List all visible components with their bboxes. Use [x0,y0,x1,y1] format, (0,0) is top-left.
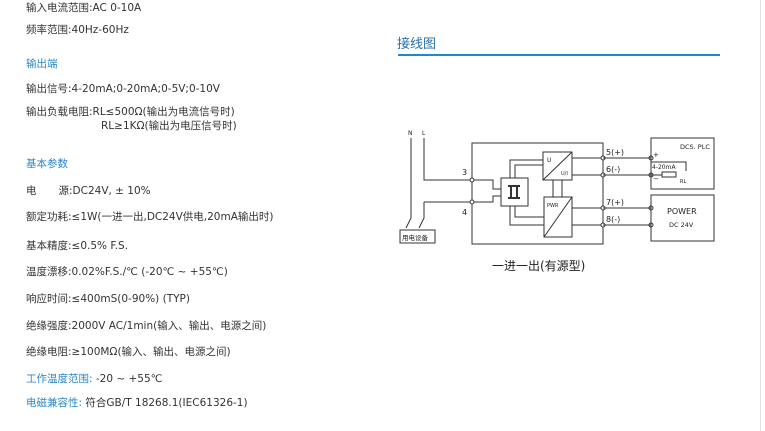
terminal-5: 5(+) [606,148,624,157]
label-pwr: PWR [547,203,559,209]
op-temp-label: 工作温度范围: [26,373,93,385]
mains-lines [399,138,472,244]
power-label: 电 [26,185,37,197]
minus-sign: − [653,175,659,183]
title-underline [398,54,720,56]
basic-params-heading: 基本参数 [26,158,68,170]
output-heading: 输出端 [26,58,58,70]
terminal-7: 7(+) [606,198,624,207]
divider [760,0,761,431]
dcs-plc-label: DCS. PLC [680,143,710,151]
emc: 电磁兼容性: 符合GB/T 18268.1(IEC61326-1) [26,396,248,410]
label-n: N [408,130,413,137]
label-l: L [422,130,426,137]
rl-label: RL [680,179,686,185]
frequency-range: 频率范围:40Hz-60Hz [26,24,129,36]
label-u: U [547,157,551,164]
power-label: POWER [667,207,697,216]
converter-box [542,151,573,181]
power-box [650,194,715,242]
insulation-resistance: 绝缘电阻:≥100MΩ(输入、输出、电源之间) [26,346,231,358]
output-signal: 输出信号:4-20mA;0-20mA;0-5V;0-10V [26,83,220,95]
resistor [661,171,677,178]
wiring-diagram-title: 接线图 [397,37,437,52]
terminal-8: 8(-) [606,215,620,224]
dcs-plc-box [650,137,715,190]
module-box [471,142,604,245]
output-load-voltage: RL≥1KΩ(输出为电压信号时) [101,120,237,132]
dc24v-label: DC 24V [669,221,694,229]
current-range-label: 4-20mA [652,164,676,171]
diagram-caption: 一进一出(有源型) [492,259,585,273]
input-current-range: 输入电流范围:AC 0-10A [26,2,142,14]
power-supply: 电 源:DC24V, ± 10% [26,184,151,198]
temperature-drift: 温度漂移:0.02%F.S./℃ (-20℃ ~ +55℃) [26,266,228,278]
terminal-4: 4 [462,208,467,217]
terminal-3: 3 [462,168,467,177]
output-load-current: 输出负载电阻:RL≤500Ω(输出为电流信号时) [26,106,235,118]
transformer-box [500,177,529,207]
transformer-icon [508,185,520,199]
terminal-6: 6(-) [606,165,620,174]
op-temp-value: -20 ~ +55℃ [92,373,163,385]
device-label: 用电设备 [402,233,429,242]
operating-temperature: 工作温度范围: -20 ~ +55℃ [26,372,162,386]
insulation-strength: 绝缘强度:2000V AC/1min(输入、输出、电源之间) [26,320,267,332]
emc-label: 电磁兼容性: [26,397,83,409]
label-ui: U/I [561,171,568,177]
plus-sign: + [653,151,659,159]
power-consumption: 额定功耗:≤1W(一进一出,DC24V供电,20mA输出时) [26,211,274,223]
pwr-box [543,196,573,238]
accuracy: 基本精度:≤0.5% F.S. [26,240,129,252]
response-time: 响应时间:≤400mS(0-90%) (TYP) [26,293,190,305]
power-value: 源:DC24V, ± 10% [58,185,151,197]
emc-value: 符合GB/T 18268.1(IEC61326-1) [82,397,248,409]
